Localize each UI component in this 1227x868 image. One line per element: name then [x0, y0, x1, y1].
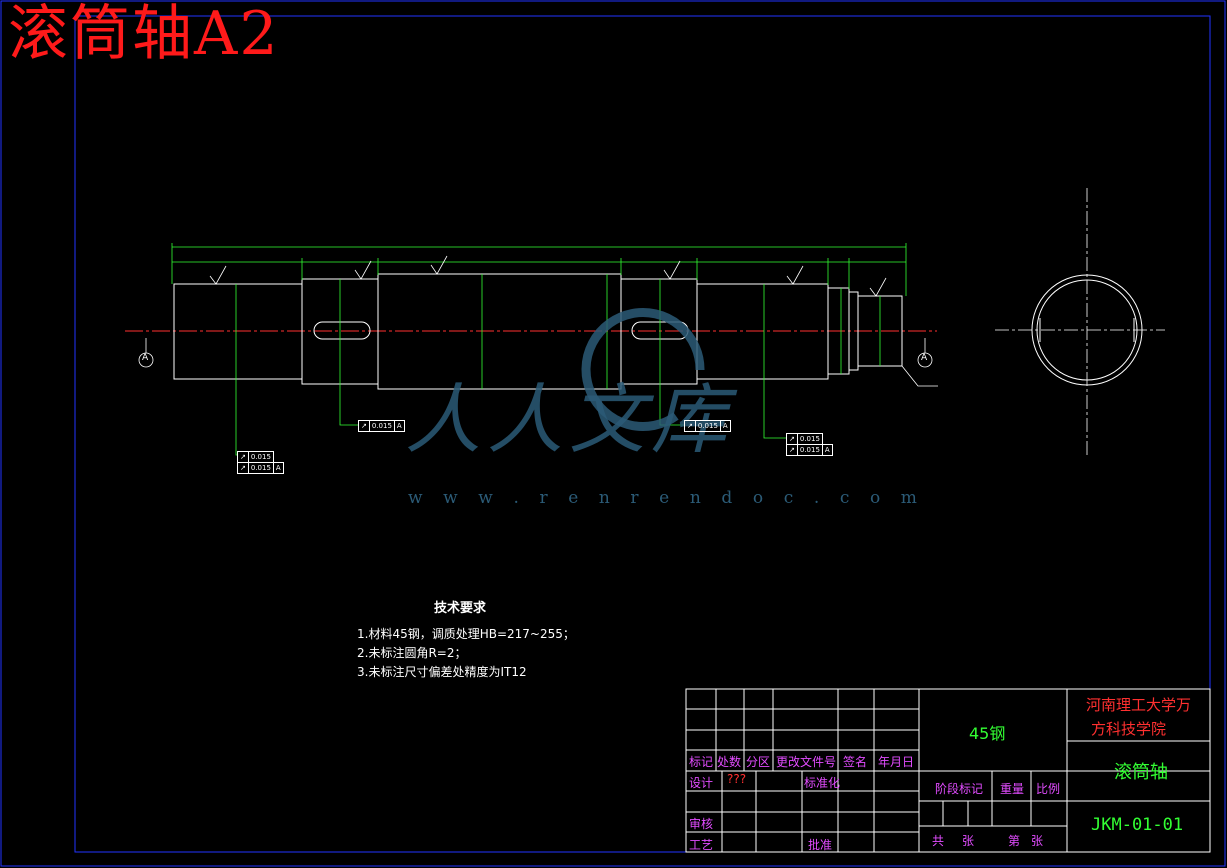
- tolerance-symbol: ↗: [787, 445, 798, 455]
- keyway-left: [313, 321, 371, 340]
- tb-header-sign: 签名: [843, 755, 868, 769]
- datum-label-right: A: [921, 353, 928, 363]
- tb-design-label: 设计: [689, 776, 714, 790]
- tech-requirement-item: 3.未标注尺寸偏差处精度为IT12: [357, 665, 527, 679]
- tolerance-value: 0.015: [799, 435, 820, 443]
- tb-header-change-doc: 更改文件号: [776, 755, 837, 769]
- tb-standardize-label: 标准化: [804, 776, 841, 790]
- tolerance-datum: A: [396, 422, 402, 430]
- tb-part-name: 滚筒轴: [1114, 762, 1168, 783]
- tb-school-line1: 河南理工大学万: [1086, 696, 1192, 714]
- tb-header-mark: 标记: [689, 755, 714, 769]
- tolerance-value: 0.015: [249, 463, 274, 473]
- tech-requirements-heading: 技术要求: [434, 601, 487, 616]
- tolerance-symbol: ↗: [359, 421, 370, 431]
- tb-approve-label: 批准: [808, 838, 833, 852]
- inner-frame: [74, 15, 1211, 853]
- tb-scale-label: 比例: [1036, 782, 1061, 796]
- tolerance-frame: ↗ 0.015 A: [358, 420, 405, 432]
- watermark-logo: [581, 308, 705, 431]
- tb-sheet-unit: 张: [1031, 834, 1044, 848]
- tolerance-value: 0.015: [696, 421, 721, 431]
- tolerance-frame: ↗ 0.015 A: [786, 444, 833, 456]
- dimensions: [171, 243, 907, 456]
- tech-requirement-item: 2.未标注圆角R=2；: [357, 646, 467, 660]
- tolerance-frame: ↗ 0.015 A: [237, 462, 284, 474]
- watermark-text: 人人文库: [405, 375, 733, 464]
- tb-review-label: 审核: [689, 817, 714, 831]
- datum-label-left: A: [142, 353, 149, 363]
- tb-school-line2: 方科技学院: [1091, 720, 1167, 738]
- tech-requirement-item: 1.材料45钢，调质处理HB=217~255；: [357, 627, 575, 641]
- drawing-big-title: 滚筒轴A2: [8, 0, 280, 69]
- tolerance-datum: A: [722, 422, 728, 430]
- tolerance-value: 0.015: [370, 421, 395, 431]
- tolerance-value: 0.015: [250, 453, 271, 461]
- tolerance-symbol: ↗: [238, 452, 249, 462]
- section-centerlines: [995, 188, 1165, 455]
- roughness-symbols: [209, 255, 887, 297]
- datum-markers: [138, 338, 938, 387]
- tolerance-symbol: ↗: [685, 421, 696, 431]
- tolerance-symbol: ↗: [238, 463, 249, 473]
- tb-designer-name: ???: [727, 772, 747, 786]
- tb-sheet-unit: 张: [962, 834, 975, 848]
- tb-header-count: 处数: [717, 755, 742, 769]
- tb-drawing-number: JKM-01-01: [1091, 815, 1184, 835]
- tb-material: 45钢: [969, 724, 1006, 743]
- tolerance-symbol: ↗: [787, 434, 798, 444]
- tb-total-sheets-label: 共: [932, 834, 945, 848]
- tolerance-value: 0.015: [798, 445, 823, 455]
- tolerance-datum: A: [824, 446, 830, 454]
- tb-header-date: 年月日: [878, 755, 915, 769]
- title-block-lines: [685, 688, 1211, 853]
- tb-stage-mark-label: 阶段标记: [935, 782, 984, 796]
- watermark-url: w w w . r e n r e n d o c . c o m: [408, 488, 925, 508]
- tb-process-label: 工艺: [689, 838, 714, 852]
- tb-sheet-no-label: 第: [1008, 834, 1021, 848]
- tolerance-frame: ↗ 0.015 A: [684, 420, 731, 432]
- tb-weight-label: 重量: [1000, 782, 1025, 796]
- tolerance-datum: A: [275, 464, 281, 472]
- tb-header-zone: 分区: [746, 755, 771, 769]
